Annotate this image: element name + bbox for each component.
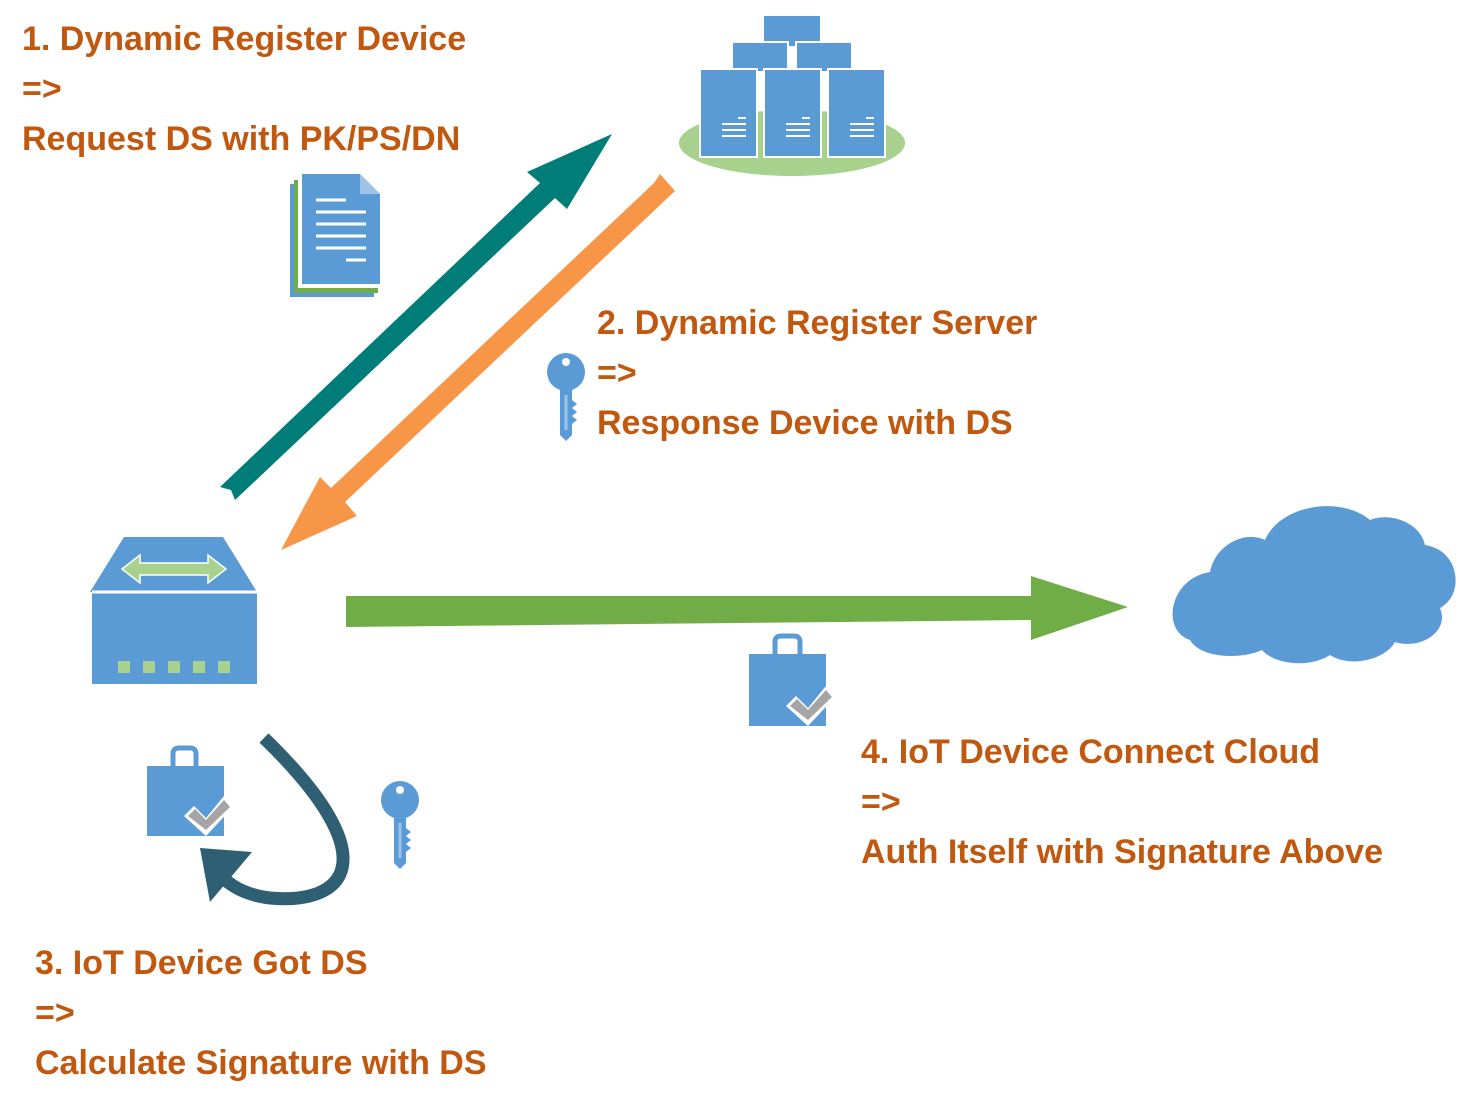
response-arrow [281,174,675,550]
step-4-detail: Auth Itself with Signature Above [861,833,1383,871]
step-3-detail: Calculate Signature with DS [35,1044,487,1082]
step-2-arrow: => [597,354,637,392]
step-1-label: 1. Dynamic Register Device => Request DS… [22,14,466,164]
step-1-detail: Request DS with PK/PS/DN [22,120,461,158]
step-4-title: 4. IoT Device Connect Cloud [861,733,1321,771]
step-3-arrow: => [35,994,75,1032]
step-1-arrow: => [22,70,62,108]
step-3-title: 3. IoT Device Got DS [35,944,368,982]
step-2-title: 2. Dynamic Register Server [597,304,1038,342]
key-icon [381,781,419,869]
step-4-label: 4. IoT Device Connect Cloud => Auth Itse… [861,727,1383,877]
document-icon [290,174,380,297]
step-1-title: 1. Dynamic Register Device [22,20,467,58]
step-2-label: 2. Dynamic Register Server => Response D… [597,298,1037,448]
certificate-bag-icon [749,633,836,726]
step-2-detail: Response Device with DS [597,404,1013,442]
step-4-arrow: => [861,783,901,821]
step-3-label: 3. IoT Device Got DS => Calculate Signat… [35,938,487,1088]
key-icon [547,353,585,441]
cloud-icon [1172,506,1456,664]
network-device-icon [90,537,257,684]
connect-arrow [346,576,1128,640]
loop-arrow [200,733,350,906]
certificate-bag-icon [147,745,234,836]
server-cluster-icon [679,16,905,176]
request-arrow [220,134,612,500]
